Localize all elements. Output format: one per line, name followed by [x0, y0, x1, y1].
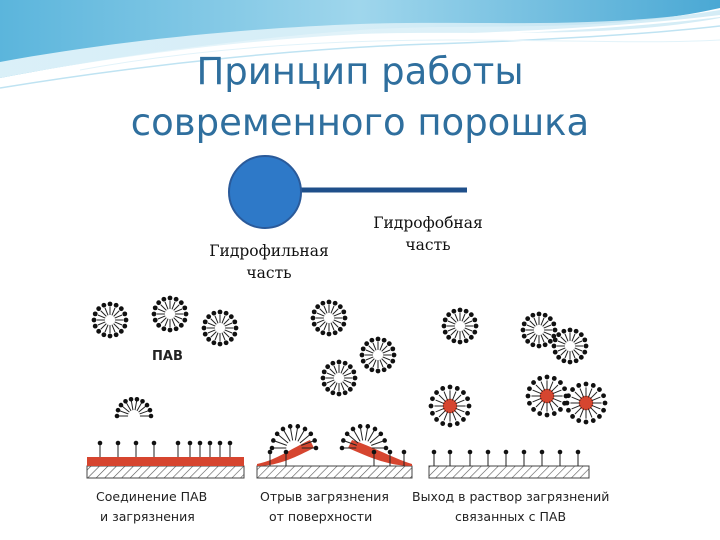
washing-process-scheme: ПАВ Соединение ПАВ и загрязнения Отрыв з…	[86, 295, 609, 524]
panel-2-caption-line-1: Отрыв загрязнения	[260, 489, 389, 504]
page-title-line-2: современного порошка	[130, 101, 590, 144]
micelle	[151, 295, 189, 333]
surfactant-molecule-diagram	[228, 155, 467, 229]
micelle	[359, 336, 397, 374]
panel-2-caption-line-2: от поверхности	[269, 509, 372, 524]
hydrophobic-label-line-2: часть	[405, 236, 451, 254]
lifting-dirt	[348, 440, 412, 466]
dirt-layer	[87, 457, 244, 466]
micelle	[320, 359, 358, 397]
hydrophilic-label-line-2: часть	[246, 264, 292, 282]
surface-1	[86, 465, 245, 479]
panel-1-caption-line-1: Соединение ПАВ	[96, 489, 207, 504]
micelle-with-dirt	[428, 384, 472, 428]
micelle	[310, 299, 348, 337]
micelle	[551, 327, 589, 365]
micelle-with-dirt	[564, 381, 608, 425]
micelle	[520, 311, 558, 349]
micelle	[91, 301, 129, 339]
panel-3-caption-line-2: связанных с ПАВ	[455, 509, 566, 524]
hydrophilic-part-label: Гидрофильная часть	[184, 240, 354, 284]
page-title-line-1: Принцип работы	[196, 50, 524, 93]
surfactant-label: ПАВ	[152, 349, 183, 364]
surface-2	[256, 465, 413, 479]
panel-1-caption-line-2: и загрязнения	[100, 509, 195, 524]
hydrophobic-part-label: Гидрофобная часть	[343, 212, 513, 256]
micelle	[201, 309, 239, 347]
hydrophilic-label-line-1: Гидрофильная	[209, 242, 329, 260]
hydrophilic-head	[228, 155, 302, 229]
hydrophobic-label-line-1: Гидрофобная	[373, 214, 483, 232]
header-wave-decoration	[0, 0, 720, 89]
surface-3	[428, 465, 590, 479]
micelle	[441, 307, 479, 345]
micelle-with-dirt	[525, 374, 569, 418]
panel-3-caption-line-1: Выход в раствор загрязнений	[412, 489, 609, 504]
